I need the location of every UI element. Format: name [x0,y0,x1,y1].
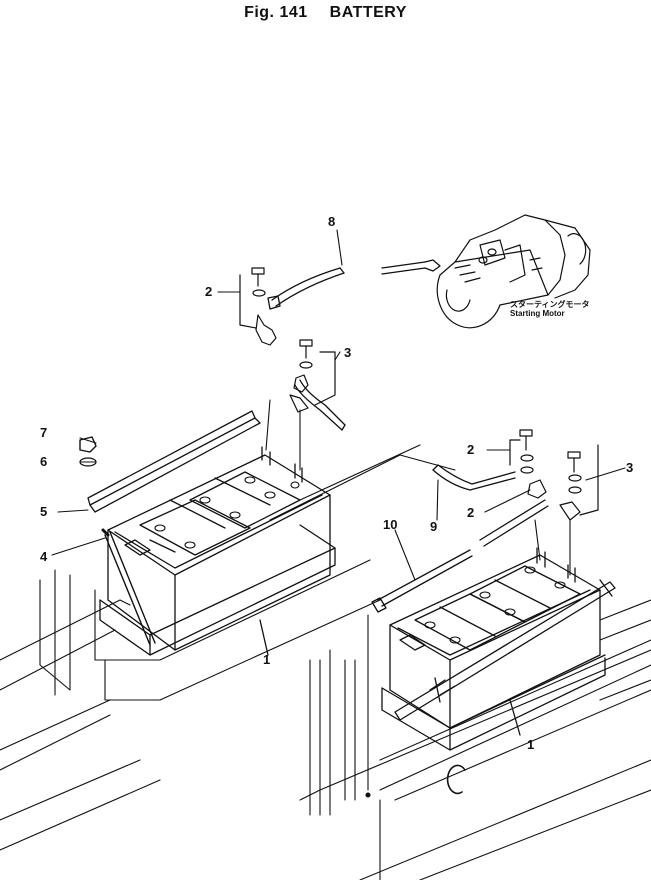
battery-right [382,548,615,750]
leader-lines [52,230,625,797]
figure-name: BATTERY [329,4,407,21]
callout-7: 7 [40,425,48,440]
figure-title: Fig. 141 BATTERY [0,4,651,22]
cable-9 [295,380,515,490]
starting-motor [437,215,590,328]
callout-3-right: 3 [626,460,634,475]
callout-6: 6 [40,454,48,469]
callout-8: 8 [328,214,336,229]
hardware [80,268,598,520]
figure-number: Fig. 141 [244,4,308,21]
callout-9: 9 [430,519,438,534]
callout-4: 4 [40,549,48,564]
starting-motor-label: スターティングモータ Starting Motor [510,300,590,318]
cable-8 [268,260,440,309]
callout-10: 10 [383,517,398,532]
battery-left [88,411,335,655]
callout-2-top: 2 [205,284,213,299]
callout-2-right-top: 2 [467,442,475,457]
chassis-frame [0,445,651,880]
frame-hole [448,765,465,793]
callout-2-right-bottom: 2 [467,505,475,520]
starting-motor-label-jp: スターティングモータ [510,300,590,309]
callout-3-top: 3 [344,345,352,360]
callout-5: 5 [40,504,48,519]
cable-10 [372,500,548,612]
callout-1-right: 1 [527,737,535,752]
callout-1-left: 1 [263,652,271,667]
starting-motor-label-en: Starting Motor [510,309,565,319]
